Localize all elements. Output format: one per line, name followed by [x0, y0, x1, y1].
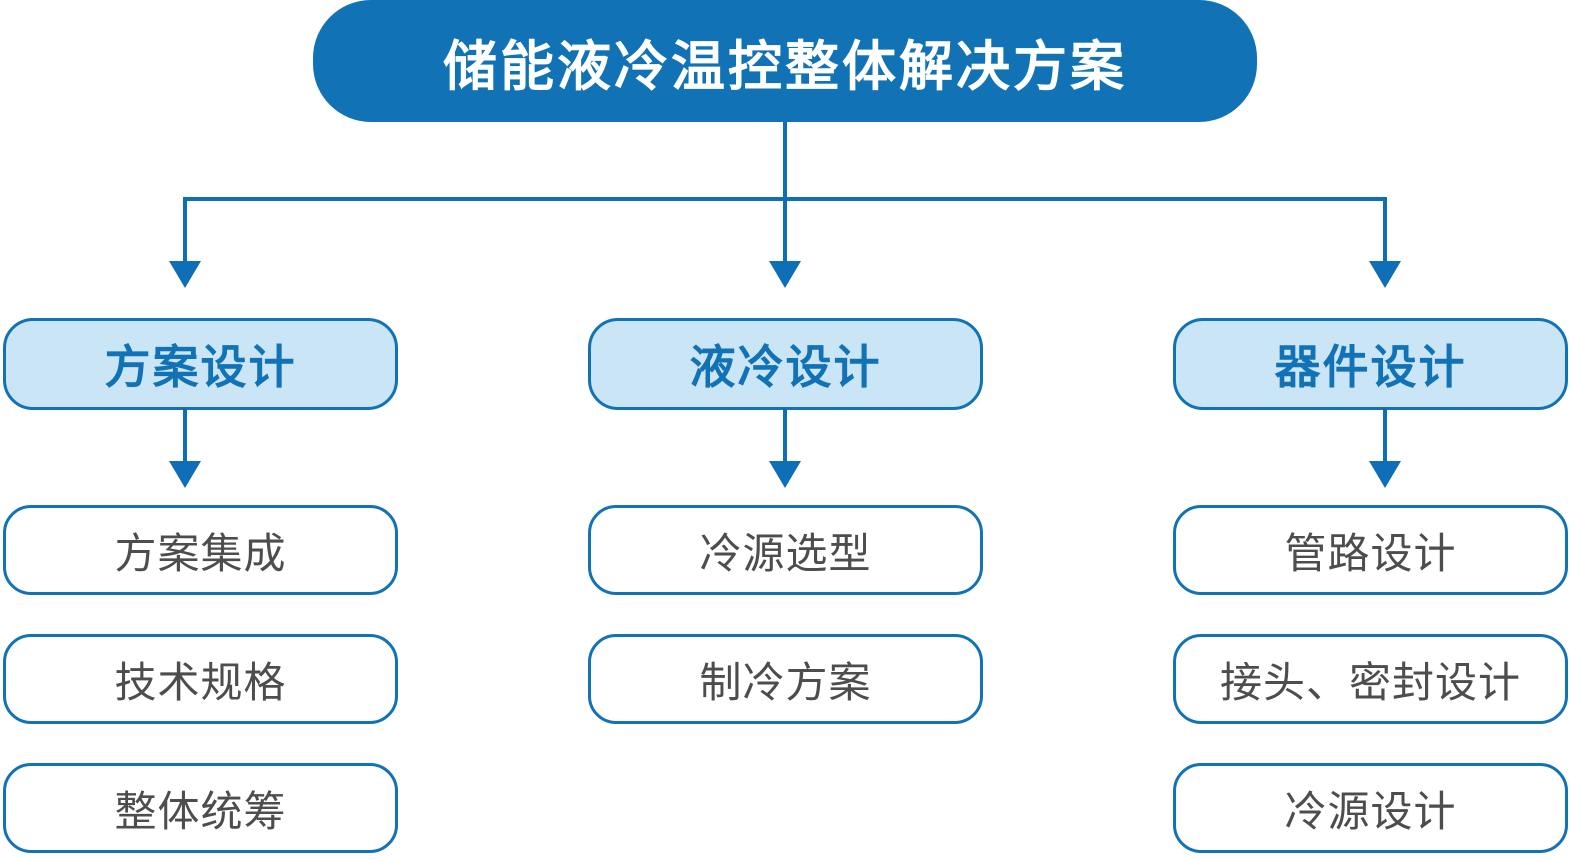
- child-node-connector-seal-design: 接头、密封设计: [1173, 634, 1568, 724]
- child-node-cold-source-selection: 冷源选型: [588, 505, 983, 595]
- arrow-shaft: [1383, 199, 1387, 263]
- branch-node-liquid-cooling-design: 液冷设计: [588, 318, 983, 410]
- child-node-cold-source-design: 冷源设计: [1173, 763, 1568, 853]
- arrow-branch-2-to-children: [1369, 408, 1401, 488]
- branch-node-plan-design: 方案设计: [3, 318, 398, 410]
- arrow-to-branch-2: [1369, 199, 1401, 288]
- arrow-head-icon: [1369, 461, 1401, 488]
- arrow-head-icon: [1369, 261, 1401, 288]
- branch-node-component-design: 器件设计: [1173, 318, 1568, 410]
- child-node-plan-integration: 方案集成: [3, 505, 398, 595]
- arrow-head-icon: [169, 461, 201, 488]
- root-node: 储能液冷温控整体解决方案: [313, 0, 1257, 122]
- child-node-technical-specs: 技术规格: [3, 634, 398, 724]
- arrow-shaft: [783, 408, 787, 463]
- arrow-head-icon: [769, 461, 801, 488]
- connector-root-stem: [783, 122, 787, 201]
- arrow-branch-0-to-children: [169, 408, 201, 488]
- arrow-head-icon: [769, 261, 801, 288]
- arrow-shaft: [783, 199, 787, 263]
- arrow-shaft: [1383, 408, 1387, 463]
- child-node-refrigeration-plan: 制冷方案: [588, 634, 983, 724]
- arrow-shaft: [183, 408, 187, 463]
- arrow-to-branch-1: [769, 199, 801, 288]
- arrow-head-icon: [169, 261, 201, 288]
- child-node-piping-design: 管路设计: [1173, 505, 1568, 595]
- arrow-branch-1-to-children: [769, 408, 801, 488]
- arrow-to-branch-0: [169, 199, 201, 288]
- arrow-shaft: [183, 199, 187, 263]
- child-node-overall-coordination: 整体统筹: [3, 763, 398, 853]
